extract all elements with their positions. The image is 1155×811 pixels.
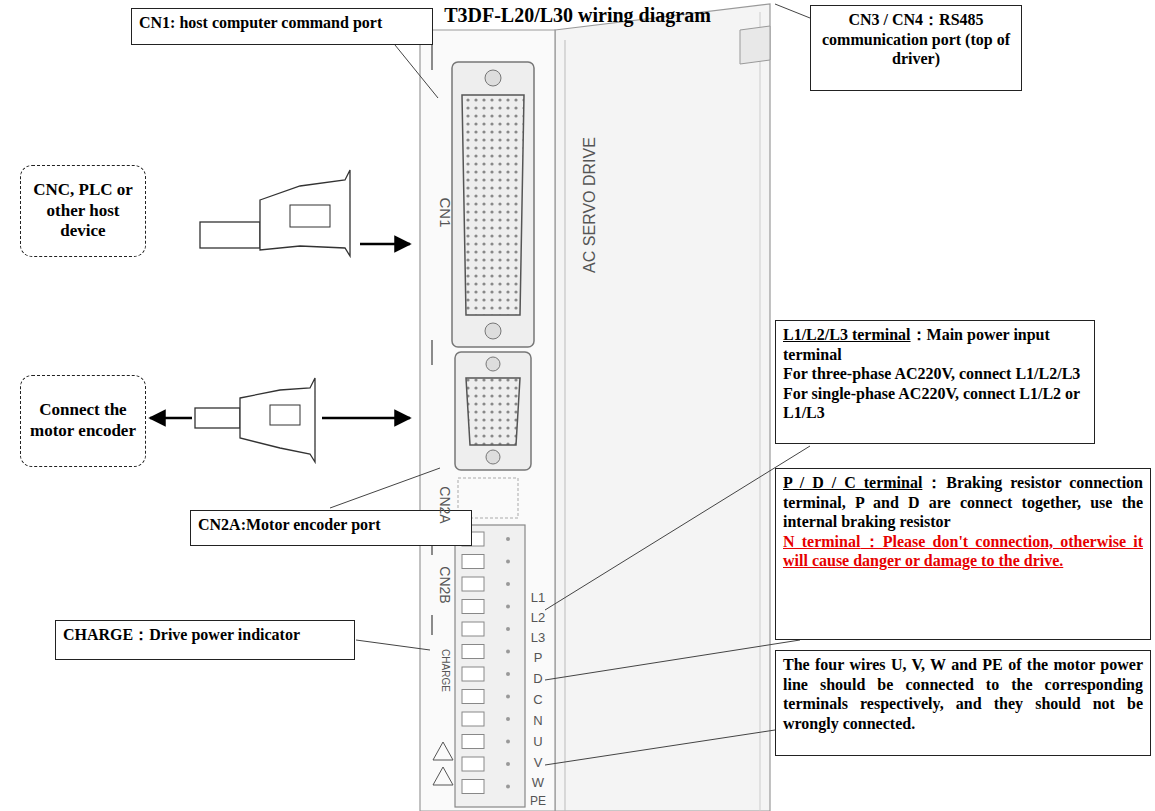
- device-box: Connect the motor encoder: [20, 375, 146, 467]
- port-label: CHARGE: [439, 649, 450, 692]
- cn2a-pins: [466, 378, 520, 445]
- callout-text: CN2A:Motor encoder port: [198, 516, 380, 533]
- product-label: AC SERVO DRIVE: [581, 137, 599, 273]
- db-plug: [240, 378, 315, 462]
- callout-text: CHARGE：Drive power indicator: [63, 626, 300, 643]
- callout-text: For three-phase AC220V, connect L1/L2/L3: [783, 365, 1080, 382]
- port-label: L3: [531, 630, 545, 645]
- sketch-line: [760, 12, 761, 811]
- callout-text: CNC, PLC or other host device: [33, 180, 133, 240]
- marker-line: [431, 340, 433, 365]
- callout-text: P / D / C terminal: [783, 474, 922, 491]
- port-label: D: [533, 671, 542, 686]
- terminal-block: [455, 525, 525, 807]
- port-label: P: [534, 650, 543, 665]
- screw: [486, 450, 500, 464]
- cable: [195, 408, 240, 428]
- warning-text: N terminal: [783, 533, 860, 550]
- cn1-connector: [452, 62, 534, 347]
- port-label: N: [533, 713, 542, 728]
- marker-line: [431, 615, 433, 635]
- sketch-line: [565, 40, 566, 811]
- drive-side: [555, 4, 770, 811]
- port-label: C: [533, 692, 542, 707]
- leader-lines: [330, 4, 810, 765]
- callout-box: P / D / C terminal：Braking resistor conn…: [775, 468, 1151, 640]
- warning-symbol: [433, 767, 453, 785]
- port-label: CN2A: [437, 486, 453, 523]
- cn1-pins: [462, 95, 524, 315]
- port-label: L1: [531, 590, 545, 605]
- callout-text: The four wires U, V, W and PE of the mot…: [783, 656, 1143, 732]
- port-label: CN1: [436, 197, 453, 227]
- cable: [200, 222, 260, 248]
- screw: [485, 323, 501, 339]
- db-plug: [260, 170, 350, 256]
- top-port: [740, 26, 770, 64]
- arrow: [360, 243, 410, 246]
- arrow: [322, 417, 410, 420]
- callout-box: CN1: host computer command port: [131, 8, 433, 45]
- screw: [485, 70, 501, 86]
- callout-text: CN1: host computer command port: [139, 14, 382, 31]
- cn2a-connector: [455, 352, 531, 470]
- arrow: [150, 417, 192, 420]
- callout-box: The four wires U, V, W and PE of the mot…: [775, 650, 1151, 756]
- plug-window: [290, 205, 330, 227]
- callout-box: CN3 / CN4：RS485 communication port (top …: [810, 5, 1022, 91]
- callout-text: CN3 / CN4：RS485 communication port (top …: [822, 11, 1010, 67]
- callout-box: L1/L2/L3 terminal：Main power input termi…: [775, 320, 1095, 444]
- port-label: CN2B: [437, 566, 453, 603]
- callout-box: CN2A:Motor encoder port: [190, 510, 472, 546]
- warning-symbol: [433, 742, 453, 760]
- screw: [486, 357, 500, 371]
- port-label: W: [532, 775, 544, 790]
- port-label: PE: [530, 794, 546, 808]
- plug-window: [270, 405, 300, 425]
- callout-box: CHARGE：Drive power indicator: [55, 620, 355, 660]
- port-label: U: [533, 734, 542, 749]
- callout-text: L1/L2/L3 terminal: [783, 326, 911, 343]
- port-label: L2: [531, 610, 545, 625]
- callout-text: For single-phase AC220V, connect L1/L2 o…: [783, 385, 1080, 422]
- terminal-slots: [462, 532, 510, 794]
- device-box: CNC, PLC or other host device: [20, 165, 146, 257]
- port-label: V: [534, 755, 543, 770]
- callout-text: Connect the motor encoder: [30, 400, 136, 440]
- drive-front: [420, 30, 555, 811]
